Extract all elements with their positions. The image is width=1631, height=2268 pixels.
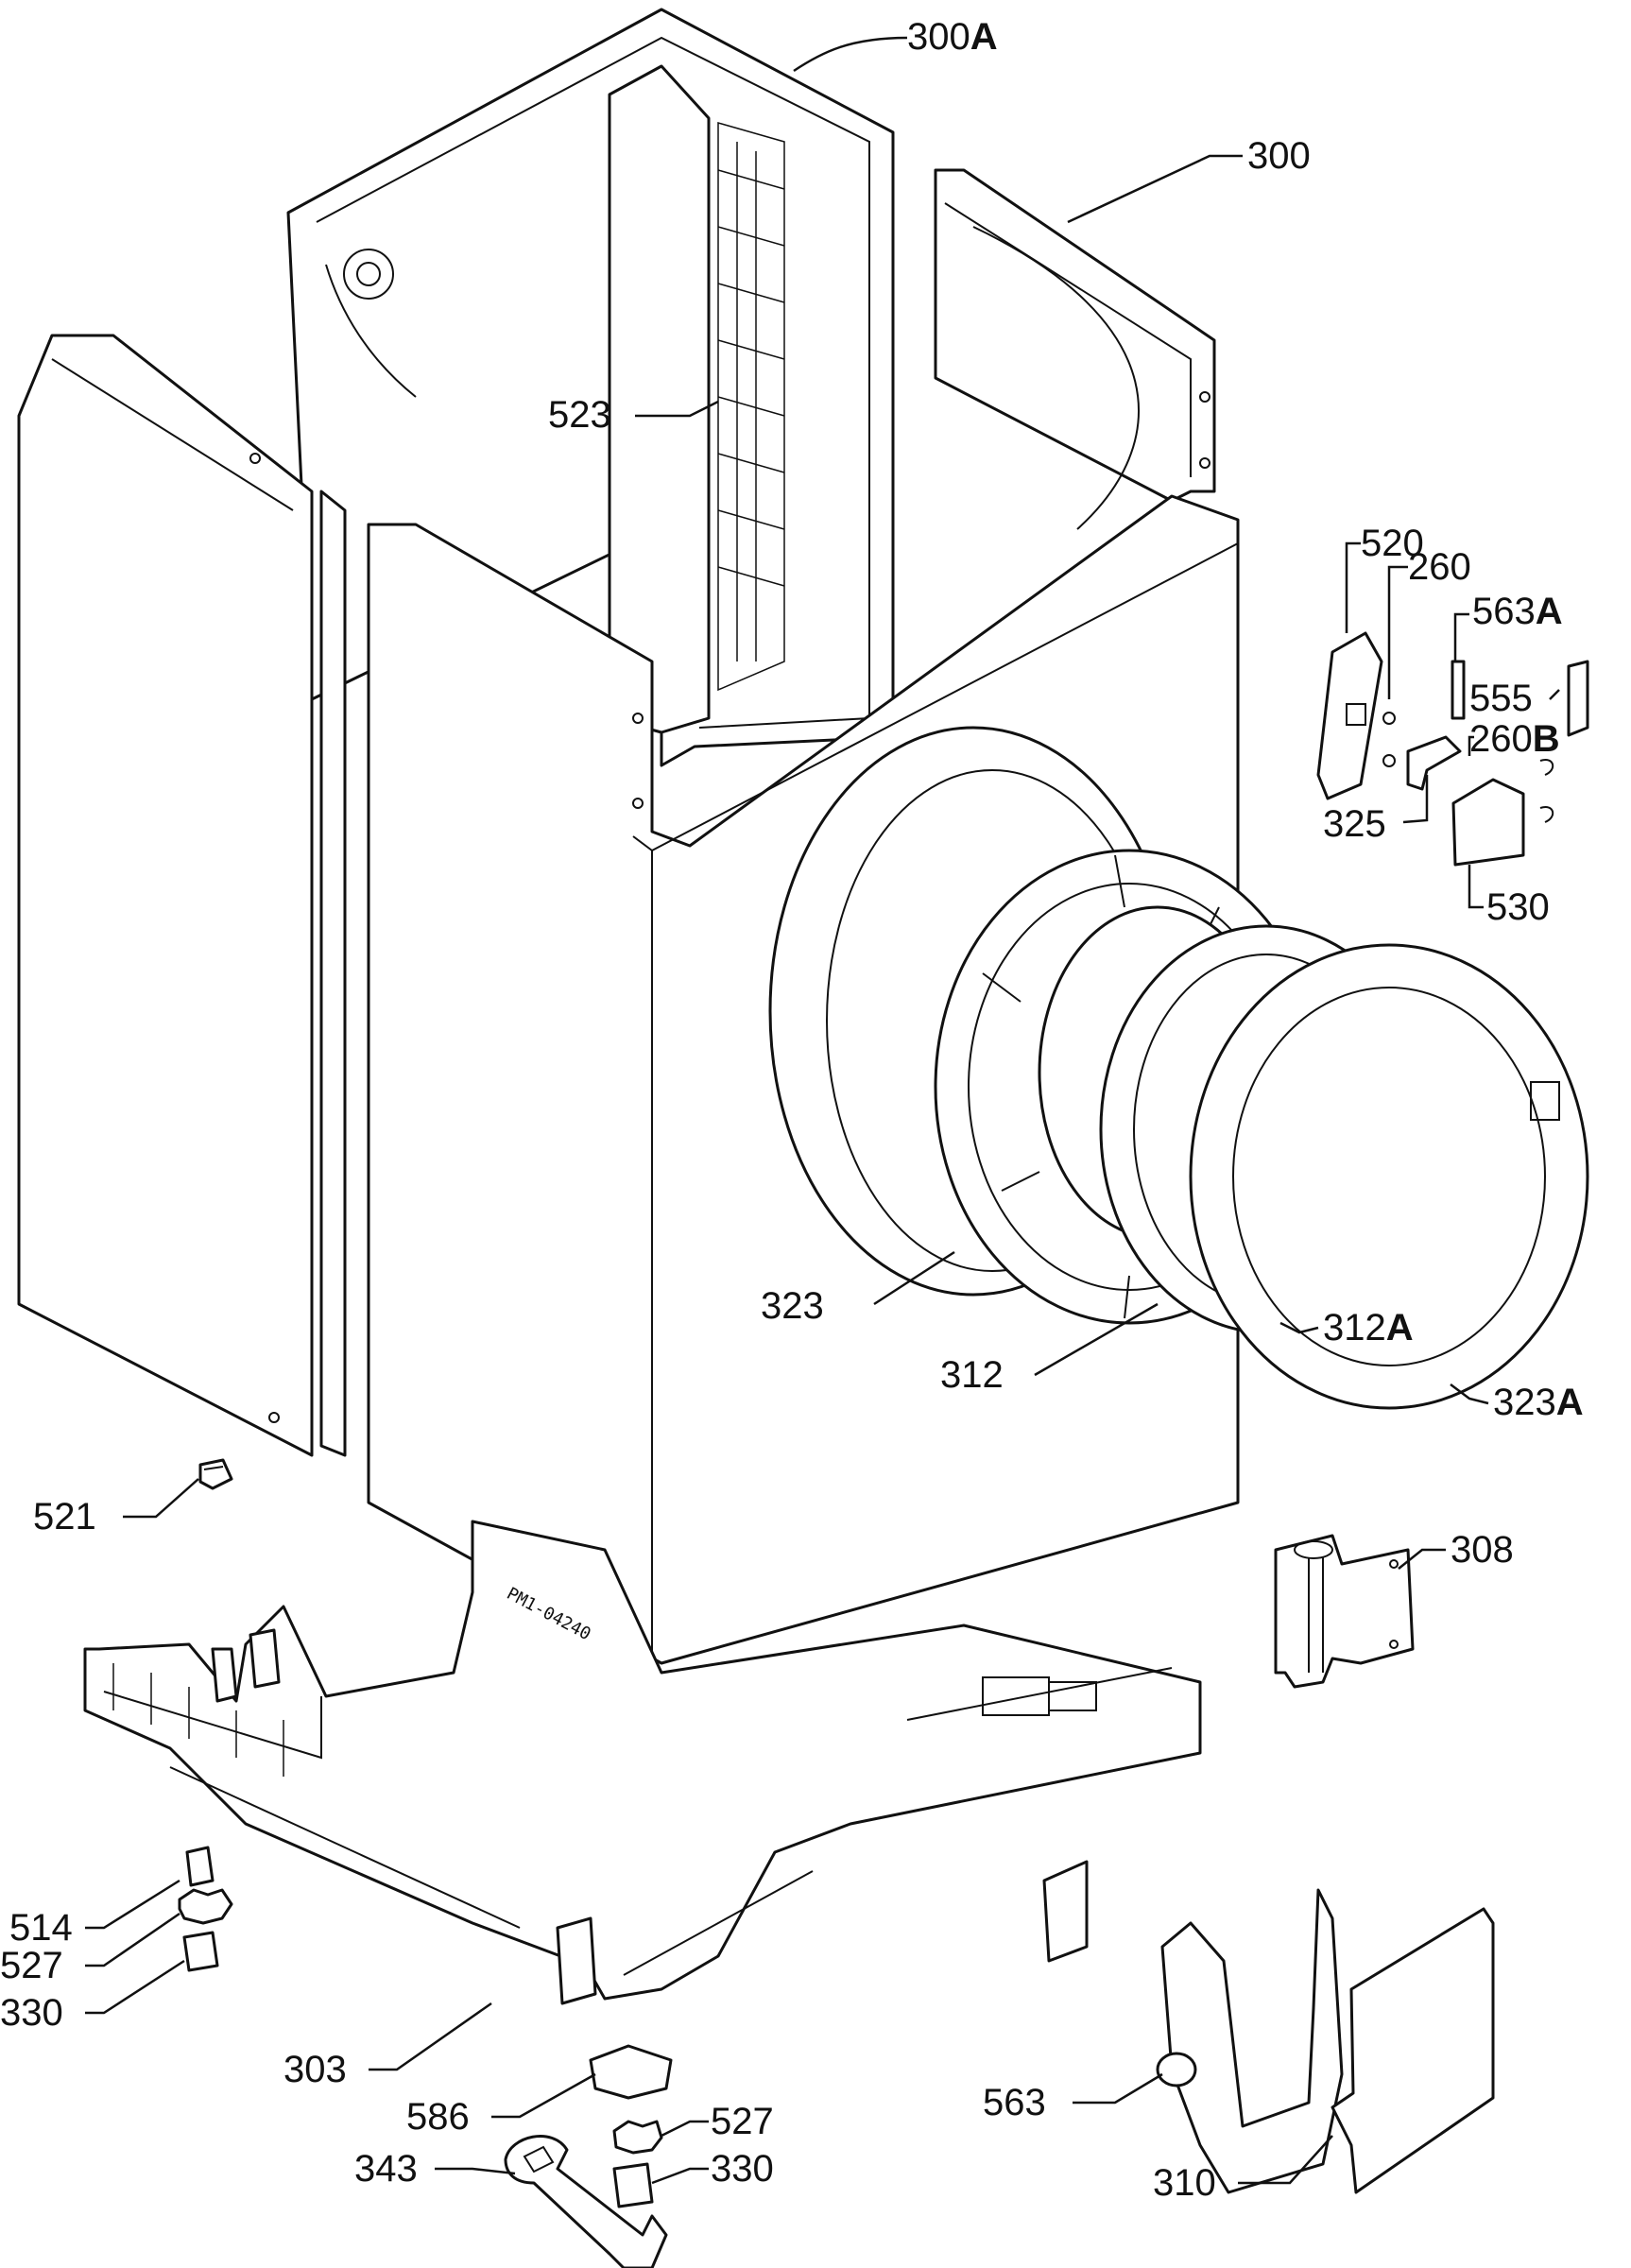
callout-527-left: 527 bbox=[0, 1945, 63, 1986]
callout-labels: 300A 300 523 520 260 563A 555 260B 325 5… bbox=[0, 16, 1584, 2204]
upper-frame-300 bbox=[934, 168, 1216, 530]
callout-586: 586 bbox=[406, 2096, 470, 2138]
callout-563: 563 bbox=[983, 2082, 1046, 2123]
base-frame-303 bbox=[83, 1520, 1202, 2005]
callout-514: 514 bbox=[9, 1907, 73, 1949]
callout-310: 310 bbox=[1153, 2162, 1216, 2204]
callout-303: 303 bbox=[283, 2049, 347, 2090]
left-foot-assembly bbox=[178, 1846, 233, 1972]
outer-ring-323a bbox=[1189, 943, 1589, 1410]
kickplate-bracket-563 bbox=[1156, 1888, 1344, 2194]
callout-523: 523 bbox=[548, 394, 611, 436]
callout-330-right: 330 bbox=[711, 2148, 774, 2190]
callout-325: 325 bbox=[1323, 803, 1386, 845]
callout-343: 343 bbox=[354, 2148, 418, 2190]
callout-530: 530 bbox=[1486, 886, 1550, 928]
back-panel-523 bbox=[608, 64, 785, 734]
callout-312a: 312A bbox=[1323, 1307, 1414, 1349]
callout-520: 520 bbox=[1361, 523, 1424, 564]
callout-312: 312 bbox=[940, 1354, 1004, 1396]
callout-521: 521 bbox=[33, 1496, 96, 1538]
hinge-308 bbox=[1274, 1534, 1415, 1689]
kickplate-310 bbox=[1331, 1907, 1495, 2194]
callout-308: 308 bbox=[1451, 1529, 1514, 1571]
screw-521 bbox=[198, 1458, 233, 1490]
callout-330-left: 330 bbox=[0, 1992, 63, 2034]
callout-563a: 563A bbox=[1472, 591, 1563, 632]
callout-260b: 260B bbox=[1469, 718, 1560, 760]
leader-lines bbox=[85, 36, 1560, 2185]
callout-300: 300 bbox=[1247, 135, 1311, 177]
callout-323: 323 bbox=[761, 1285, 824, 1327]
right-foot-assembly bbox=[589, 2044, 673, 2208]
wrench-343 bbox=[504, 2135, 668, 2268]
left-side-panel bbox=[17, 334, 347, 1457]
callout-300a: 300A bbox=[907, 16, 998, 58]
callout-260: 260 bbox=[1408, 546, 1471, 588]
callout-555: 555 bbox=[1469, 678, 1533, 719]
callout-323a: 323A bbox=[1493, 1382, 1584, 1423]
callout-527-right: 527 bbox=[711, 2101, 774, 2142]
door-lock-parts bbox=[1316, 631, 1589, 867]
